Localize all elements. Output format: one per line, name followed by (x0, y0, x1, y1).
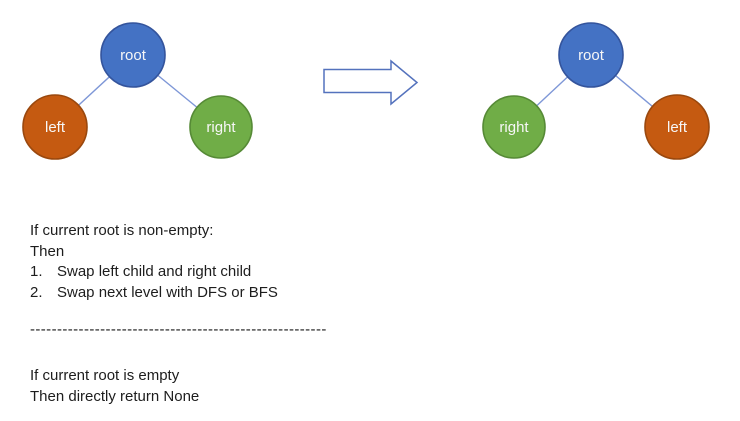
dashed-separator: ----------------------------------------… (30, 321, 327, 338)
step-text: Swap left child and right child (57, 263, 252, 280)
before-right-child-node (189, 95, 253, 159)
after-right-child-node (644, 94, 710, 160)
before-left-child-label: left (45, 119, 66, 136)
empty-condition-line: If current root is empty (30, 367, 180, 384)
before-right-child-label: right (206, 119, 236, 136)
step-item: 2. Swap next level with DFS or BFS (30, 283, 278, 304)
tree-swap-diagram: root left right root right left (22, 22, 710, 160)
step-number: 2. (30, 283, 43, 301)
after-right-child-label: left (667, 119, 688, 136)
after-left-child-node (482, 95, 546, 159)
nonempty-case-notes: If current root is non-empty: Then 1. Sw… (30, 221, 278, 303)
before-left-child-node (22, 94, 88, 160)
after-root-node (558, 22, 624, 88)
right-arrow-icon (323, 59, 419, 106)
after-left-child-label: right (499, 119, 529, 136)
step-item: 1. Swap left child and right child (30, 262, 278, 283)
before-root-label: root (120, 47, 147, 64)
nonempty-then-line: Then (30, 242, 65, 260)
empty-then-line: Then directly return None (30, 387, 200, 405)
empty-case-notes: If current root is empty Then directly r… (30, 366, 199, 407)
nonempty-condition-line: If current root is non-empty: (30, 222, 214, 239)
after-root-label: root (578, 47, 605, 64)
step-number: 1. (30, 263, 43, 280)
before-root-node (100, 22, 166, 88)
step-text: Swap next level with DFS or BFS (57, 283, 278, 301)
